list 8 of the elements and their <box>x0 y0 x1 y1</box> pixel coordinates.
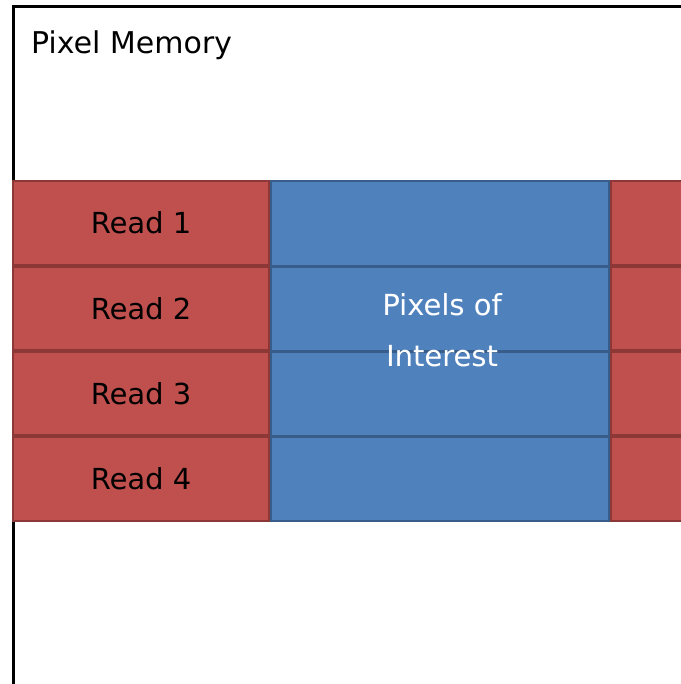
read-cell: Read 1 <box>12 180 270 266</box>
region-label: Pixels of Interest <box>381 287 504 375</box>
read-cell: Read 2 <box>12 266 270 351</box>
memory-frame <box>12 5 681 684</box>
read-cell: Read 4 <box>12 436 270 522</box>
read-cell: Read 3 <box>12 351 270 436</box>
frame-title: Pixel Memory <box>31 26 232 61</box>
region-band <box>270 180 610 522</box>
